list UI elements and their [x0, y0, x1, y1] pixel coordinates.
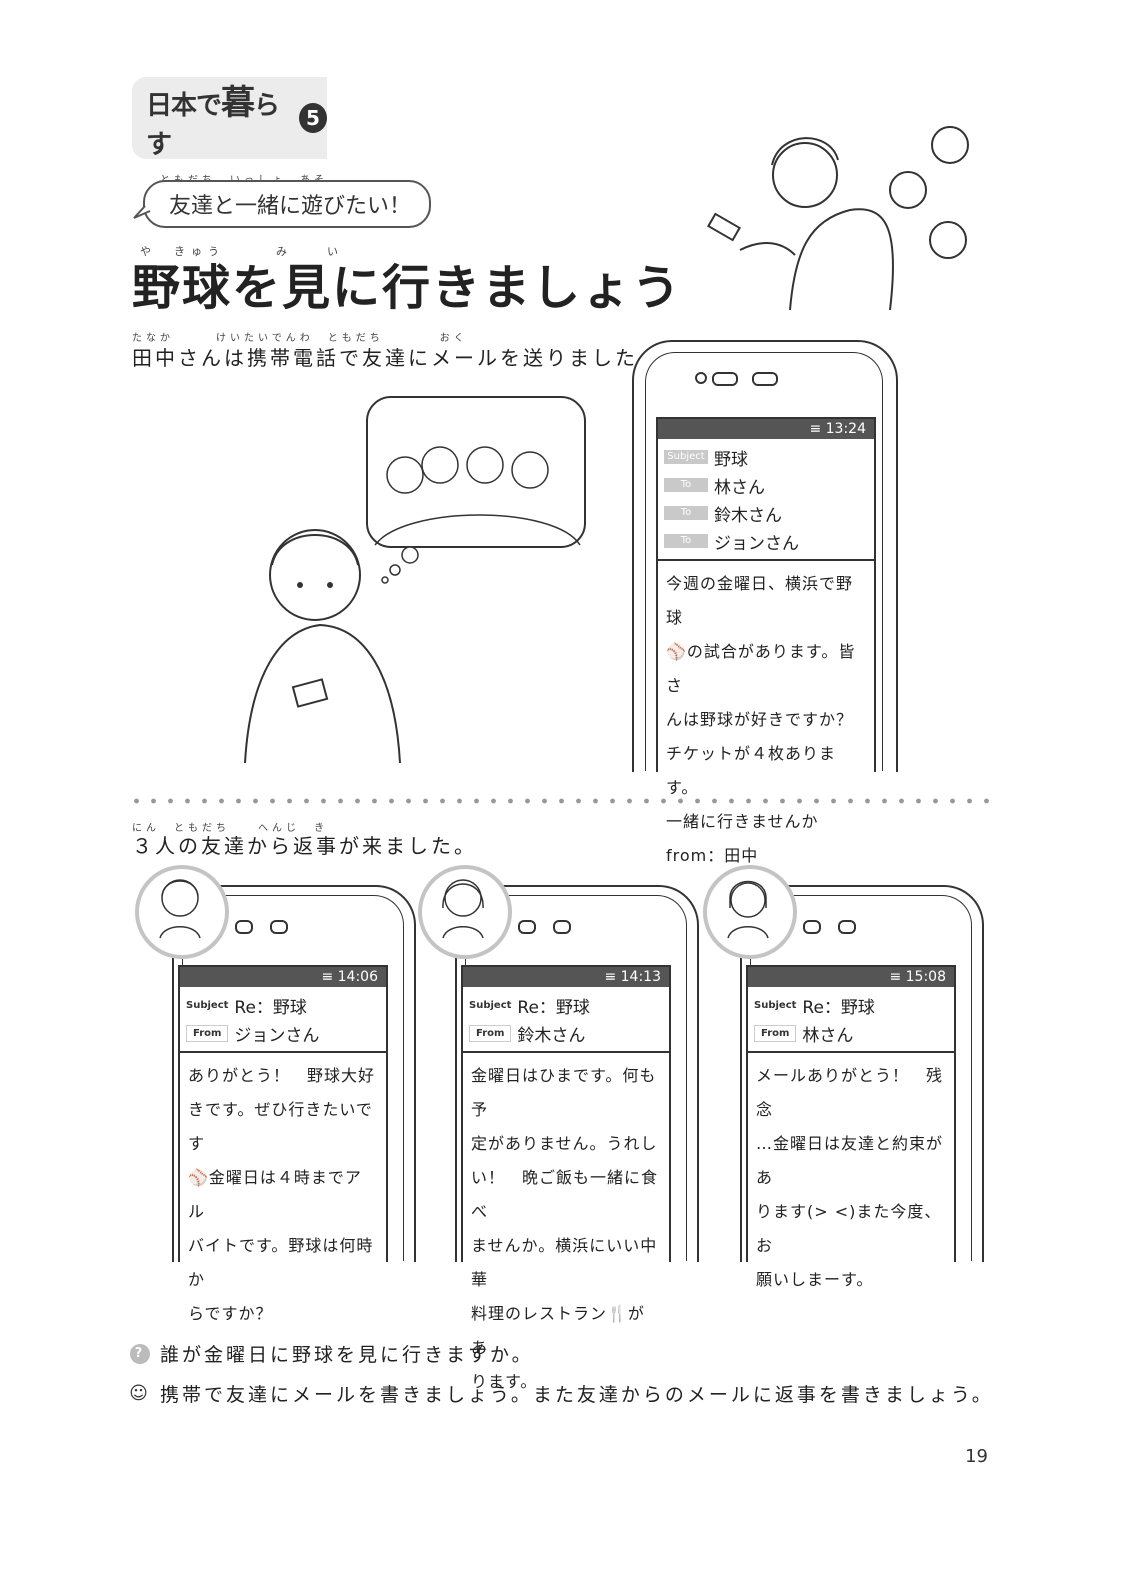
mail-to-row: To 鈴木さん	[664, 499, 868, 527]
subtitle-bubble-tail	[133, 205, 151, 219]
sensor-icon	[553, 920, 571, 934]
status-time: 15:08	[905, 969, 946, 985]
replies-intro-text: ３人の友達から返事が来ました。	[132, 834, 477, 858]
field-key: To	[664, 534, 708, 548]
sensor-icon	[752, 372, 778, 386]
mail-to-row: To 林さん	[664, 471, 868, 499]
main-phone-screen: ≡ 13:24 Subject 野球 To 林さん To 鈴木さん To ジョンさん 今…	[656, 417, 876, 865]
intro-ruby: たなか けいたいでんわ ともだち おく	[132, 333, 468, 344]
subtitle-bubble: 友達と一緒に遊びたい！	[143, 180, 432, 228]
page-title: 野球を見に行きましょう	[132, 260, 683, 316]
speaker-icon	[712, 372, 738, 386]
unit-number-badge: 5	[299, 103, 327, 133]
unit-header-tab: 日本で暮らす 5	[132, 77, 327, 160]
boy-with-phone-illustration	[244, 529, 401, 764]
field-value: ジョンさん	[714, 533, 799, 554]
speaker-icon	[518, 920, 536, 934]
field-key: To	[664, 506, 708, 520]
status-time: 13:24	[825, 421, 866, 437]
status-time: 14:06	[337, 969, 378, 985]
task-writing: ☺ 携帯で友達にメールを書きましょう。また友達からのメールに返事を書きましょう。	[129, 1380, 994, 1407]
mail-body: ありがとう！ 野球大好 きです。ぜひ行きたいです ⚾金曜日は４時までアル バイト…	[188, 1066, 376, 1323]
main-phone-inner	[645, 352, 883, 771]
mail-body: 金曜日はひまです。何も予 定がありません。うれし い！ 晩ご飯も一緒に食べ ませ…	[471, 1066, 659, 1391]
field-value: 野球	[714, 449, 748, 470]
mail-to-row: To ジョンさん	[664, 527, 868, 555]
speaker-icon	[803, 920, 821, 934]
speaker-icon	[235, 920, 253, 934]
status-time: 14:13	[620, 969, 661, 985]
mail-subject-row: Subject 野球	[664, 443, 868, 471]
field-value: 鈴木さん	[714, 505, 782, 526]
mail-header: Subject 野球 To 林さん To 鈴木さん To ジョンさん	[658, 439, 874, 561]
title-ruby: や きゅう み い	[140, 245, 344, 258]
sensor-icon	[270, 920, 288, 934]
man-with-phone-illustration	[707, 126, 969, 310]
mail-body: メールありがとう！ 残念 …金曜日は友達と約束があ ります(> <)また今度、お…	[756, 1066, 944, 1289]
field-value: 林さん	[714, 477, 765, 498]
replies-intro-ruby: にん ともだち へんじ き	[132, 823, 328, 834]
page-number: 19	[965, 1446, 988, 1467]
status-bar: ≡ 15:08	[748, 967, 954, 987]
field-key: To	[664, 478, 708, 492]
section-divider	[128, 797, 990, 805]
task-question: ? 誰が金曜日に野球を見に行きますか。	[130, 1340, 534, 1367]
task-text: 携帯で友達にメールを書きましょう。また友達からのメールに返事を書きましょう。	[160, 1384, 994, 1406]
field-key: Subject	[664, 450, 708, 464]
suzuki-face-icon	[442, 879, 484, 939]
sensor-icon	[838, 920, 856, 934]
john-face-icon	[159, 879, 201, 939]
hayashi-face-icon	[727, 880, 769, 939]
status-bar: ≡ 14:06	[180, 967, 386, 987]
intro-text: 田中さんは携帯電話で友達にメールを送りました。	[132, 346, 661, 370]
smile-icon: ☺	[129, 1383, 151, 1404]
mail-body: 今週の金曜日、横浜で野球 ⚾の試合があります。皆さ んは野球が好きですか？ チケ…	[666, 574, 856, 865]
subtitle-text: 友達と一緒に遊びたい！	[169, 194, 412, 219]
status-bar: ≡ 13:24	[658, 419, 874, 439]
task-text: 誰が金曜日に野球を見に行きますか。	[160, 1344, 534, 1366]
unit-label: 日本で暮らす	[146, 83, 280, 160]
question-icon: ?	[130, 1343, 150, 1364]
camera-icon	[695, 372, 707, 384]
stadium-thought-bubble	[366, 396, 586, 584]
status-bar: ≡ 14:13	[463, 967, 669, 987]
